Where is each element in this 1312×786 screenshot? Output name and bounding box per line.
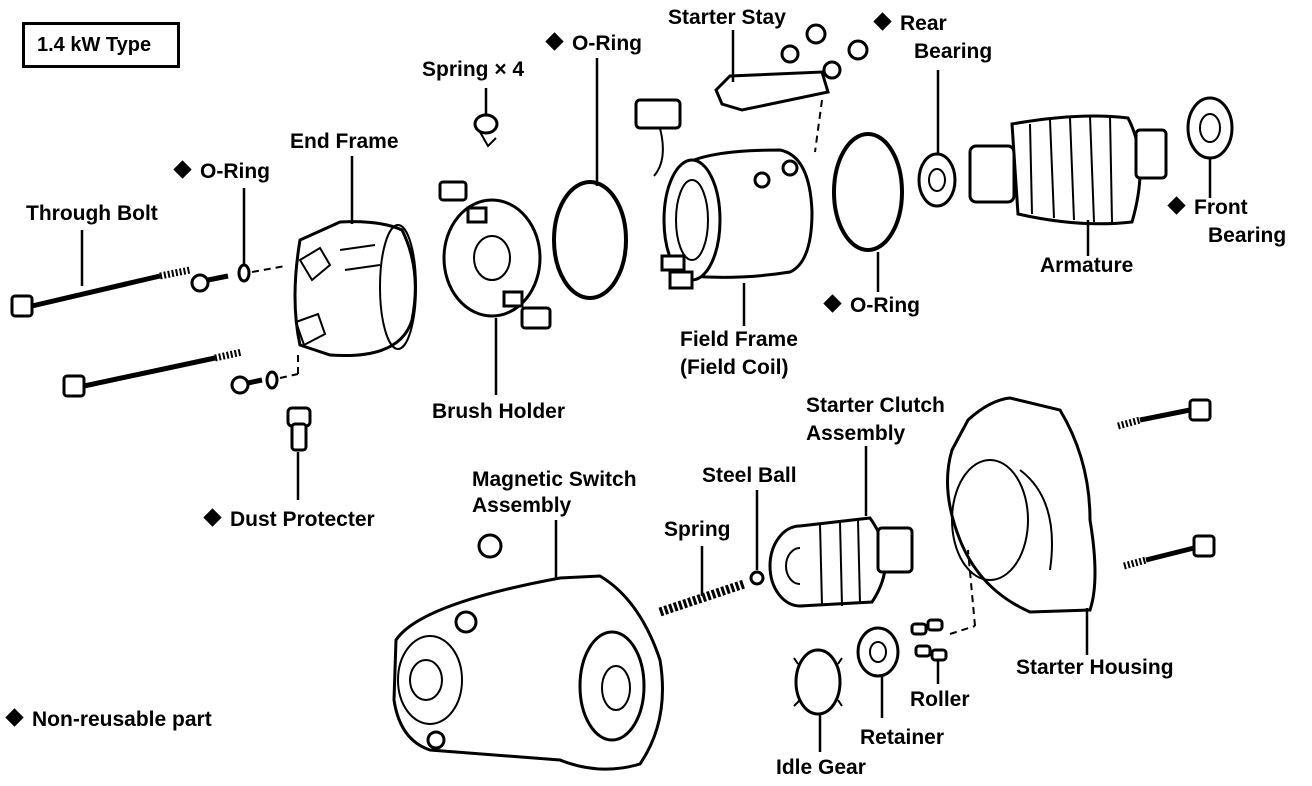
label-armature: Armature bbox=[1040, 254, 1134, 277]
diamond-icon bbox=[873, 12, 892, 31]
label-spring: Spring bbox=[664, 518, 731, 541]
legend-text: Non-reusable part bbox=[32, 708, 212, 731]
label-through-bolt: Through Bolt bbox=[26, 202, 158, 225]
idle-gear bbox=[793, 648, 843, 716]
label-dust-protecter: Dust Protecter bbox=[203, 506, 375, 533]
retainer bbox=[856, 626, 900, 678]
label-magnetic-switch-line2: Assembly bbox=[472, 494, 572, 517]
o-ring-right bbox=[832, 132, 904, 252]
label-brush-holder: Brush Holder bbox=[432, 400, 566, 423]
label-starter-housing: Starter Housing bbox=[1016, 656, 1174, 679]
switch-nut bbox=[477, 533, 503, 559]
label-idle-gear: Idle Gear bbox=[776, 756, 866, 779]
label-dust-protecter-text: Dust Protecter bbox=[230, 508, 375, 531]
label-starter-clutch-line1: Starter Clutch bbox=[806, 394, 945, 417]
diamond-icon bbox=[1167, 196, 1186, 215]
legend: Non-reusable part bbox=[5, 706, 212, 733]
label-roller: Roller bbox=[910, 688, 970, 711]
label-rear: Rear bbox=[900, 12, 947, 35]
diamond-icon bbox=[203, 508, 222, 527]
diamond-icon bbox=[823, 294, 842, 313]
label-front-bearing-line2: Bearing bbox=[1208, 224, 1287, 247]
brush-spring bbox=[473, 113, 499, 148]
magnetic-switch bbox=[392, 574, 664, 771]
front-bearing bbox=[1186, 96, 1234, 160]
starter-clutch bbox=[768, 516, 914, 608]
label-o-ring-left: O-Ring bbox=[173, 158, 270, 185]
label-retainer: Retainer bbox=[860, 726, 945, 749]
o-ring-top bbox=[552, 180, 628, 300]
brush-holder bbox=[438, 180, 552, 330]
label-end-frame: End Frame bbox=[290, 130, 399, 153]
label-o-ring-top: O-Ring bbox=[545, 30, 642, 57]
housing-bolt-lower bbox=[1123, 534, 1216, 570]
label-steel-ball: Steel Ball bbox=[702, 464, 797, 487]
field-frame bbox=[634, 98, 814, 290]
screw-lower bbox=[230, 350, 299, 395]
label-field-frame-line1: Field Frame bbox=[680, 328, 798, 351]
starter-stay bbox=[714, 70, 830, 153]
stay-nuts bbox=[780, 23, 869, 80]
rear-bearing bbox=[917, 152, 957, 208]
label-front-bearing-line1: Front bbox=[1167, 194, 1248, 221]
through-bolt-upper bbox=[10, 266, 191, 318]
diagram-title: 1.4 kW Type bbox=[22, 22, 180, 68]
steel-ball bbox=[749, 570, 765, 586]
starter-housing bbox=[946, 396, 1097, 614]
label-field-frame-line2: (Field Coil) bbox=[680, 356, 789, 379]
label-o-ring-left-text: O-Ring bbox=[200, 160, 270, 183]
label-starter-clutch-line2: Assembly bbox=[806, 422, 906, 445]
diamond-icon bbox=[545, 32, 564, 51]
label-spring-x4: Spring × 4 bbox=[422, 58, 525, 81]
label-rear-bearing-line1: Rear bbox=[873, 10, 947, 37]
screw-upper bbox=[190, 263, 286, 293]
through-bolt-lower bbox=[62, 348, 243, 398]
label-o-ring-right-text: O-Ring bbox=[850, 294, 920, 317]
diamond-icon bbox=[5, 708, 24, 727]
dust-protecter bbox=[286, 406, 312, 452]
label-rear-bearing-line2: Bearing bbox=[914, 40, 993, 63]
label-starter-stay: Starter Stay bbox=[668, 6, 786, 29]
end-frame bbox=[293, 220, 417, 358]
label-o-ring-top-text: O-Ring bbox=[572, 32, 642, 55]
label-front: Front bbox=[1194, 196, 1248, 219]
diamond-icon bbox=[173, 160, 192, 179]
rollers bbox=[910, 549, 976, 662]
housing-bolt-upper bbox=[1117, 398, 1212, 430]
label-o-ring-right: O-Ring bbox=[823, 292, 920, 319]
armature bbox=[968, 114, 1168, 226]
label-magnetic-switch-line1: Magnetic Switch bbox=[472, 468, 637, 491]
